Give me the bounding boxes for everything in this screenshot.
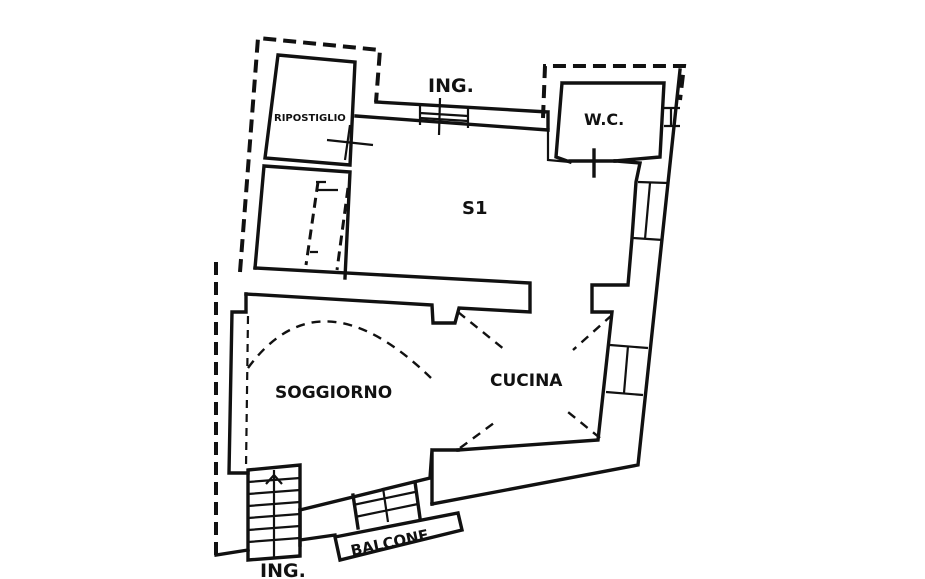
right-inner-wall: [456, 159, 643, 452]
ripostiglio-walls: [263, 53, 357, 167]
right-window-2: [605, 343, 649, 397]
label-ripostiglio: RIPOSTIGLIO: [274, 113, 346, 124]
balcony-steps: [351, 480, 422, 530]
top-wall: [354, 100, 550, 132]
label-s1: S1: [462, 198, 488, 219]
cucina-diagonal-bl: [459, 419, 499, 449]
right-outer-wall: [430, 68, 682, 506]
property-boundary-left: [214, 35, 383, 560]
label-wc: W.C.: [584, 110, 624, 129]
property-boundary-right: [541, 64, 687, 119]
label-soggiorno: SOGGIORNO: [275, 383, 392, 403]
cucina-diagonal-tr: [572, 314, 613, 351]
cucina-diagonal-tl: [457, 311, 506, 351]
stairs: [246, 463, 302, 562]
cucina-diagonal-br: [567, 411, 601, 439]
soggiorno-left-wall: [227, 292, 250, 475]
dashed-partition: [304, 181, 350, 271]
top-entrance-threshold: [418, 97, 470, 136]
ripostiglio-door: [326, 124, 374, 161]
label-entrance-top: ING.: [428, 75, 474, 97]
storage-room-walls: [253, 164, 352, 280]
soggiorno-bottom-right: [297, 448, 460, 513]
wc-side-wall: [546, 106, 680, 164]
balcone-outline: [332, 511, 465, 563]
wc-walls: [554, 81, 666, 165]
label-entrance-bottom: ING.: [260, 560, 306, 579]
divider-wall: [244, 266, 532, 325]
soggiorno-arc: [247, 320, 432, 379]
soggiorno-dashed-left: [244, 315, 250, 469]
label-cucina: CUCINA: [490, 371, 563, 391]
small-mark: [310, 180, 338, 254]
right-window-1: [632, 180, 669, 242]
